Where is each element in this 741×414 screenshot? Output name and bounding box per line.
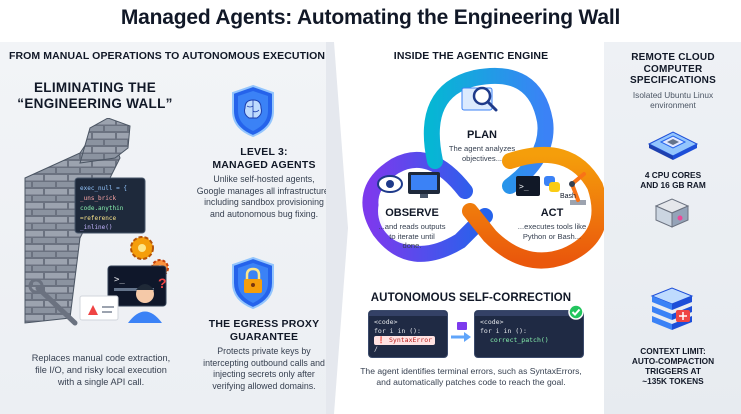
egress-title-line1: THE EGRESS PROXY: [208, 318, 320, 330]
observe-desc-line1: ...and reads outputs: [378, 222, 446, 231]
svg-text:=reference: =reference: [80, 215, 117, 222]
wall-desc-line1: Replaces manual code extraction,: [31, 353, 171, 363]
selfcorr-desc-line1: The agent identifies terminal errors, su…: [360, 366, 582, 376]
svg-text:>_: >_: [519, 182, 529, 191]
level-desc-line2: Google manages all infrastructure,: [196, 185, 332, 196]
ctx-line2: AUTO-COMPACTION: [631, 356, 715, 366]
level-desc-line4: and autonomous bug fixing.: [209, 208, 319, 219]
egress-description: Protects private keys by intercepting ou…: [196, 346, 332, 392]
brain-shield-icon: [232, 84, 274, 138]
agentic-cycle-diagram: >_: [362, 67, 608, 269]
fixed-patch-line: correct_patch(): [490, 336, 549, 344]
plan-desc-line2: objectives...: [461, 153, 503, 163]
storage-box-icon: [654, 198, 690, 228]
level-title: LEVEL 3: MANAGED AGENTS: [196, 146, 332, 171]
cpu-line1: 4 CPU CORES: [644, 170, 702, 180]
wall-title-line2: “ENGINEERING WALL”: [17, 96, 173, 111]
warning-icon: ❗: [377, 336, 386, 344]
code-for-line: for i in ():: [374, 327, 421, 335]
level-desc-line3: including sandbox provisioning: [204, 197, 324, 207]
eye-icon: [377, 175, 403, 193]
env-description: Isolated Ubuntu Linux environment: [608, 90, 738, 110]
level-title-line1: LEVEL 3:: [240, 146, 288, 158]
specs-header-line1: REMOTE CLOUD: [631, 52, 715, 63]
magnifier-icon: [461, 86, 498, 112]
level-description: Unlike self-hosted agents, Google manage…: [196, 174, 332, 220]
fixed-open-tag: <code>: [480, 318, 504, 326]
middle-section-header: INSIDE THE AGENTIC ENGINE: [393, 50, 549, 62]
bash-label: Bash: [560, 193, 576, 200]
plan-label: PLAN: [467, 129, 497, 141]
svg-text:>_: >_: [114, 275, 125, 285]
wall-title-line1: ELIMINATING THE: [34, 80, 156, 95]
egress-desc-line2: intercepting outbound calls and: [203, 357, 325, 368]
svg-text:?: ?: [158, 275, 167, 291]
env-line1: Isolated Ubuntu Linux: [632, 90, 714, 100]
plan-desc-line1: The agent analyzes: [448, 144, 516, 153]
ctx-line3: TRIGGERS AT: [645, 366, 701, 376]
ctx-line4: ~135K TOKENS: [642, 376, 704, 386]
fixed-code-window: <code> for i in (): correct_patch(): [474, 310, 584, 358]
page-title: Managed Agents: Automating the Engineeri…: [120, 6, 621, 29]
wall-desc-line2: file I/O, and risky local execution: [35, 365, 167, 375]
python-icon: [544, 176, 560, 192]
brick-wall-icon: exec_null = { _uns_brick code.anythin =r…: [24, 118, 169, 326]
plan-description: The agent analyzes objectives...: [437, 144, 527, 163]
observe-label: OBSERVE: [385, 207, 439, 219]
error-code-window: <code> for i in (): ❗ SyntaxError /: [368, 310, 448, 358]
svg-text:exec_null = {: exec_null = {: [80, 185, 127, 192]
arrow-right-icon: [451, 322, 471, 342]
wall-description: Replaces manual code extraction, file I/…: [8, 352, 194, 388]
ctx-line1: CONTEXT LIMIT:: [640, 346, 706, 356]
fixed-for-line: for i in ():: [480, 327, 527, 335]
svg-text:_inline(): _inline(): [80, 224, 113, 231]
level-desc-line1: Unlike self-hosted agents,: [213, 174, 315, 184]
wall-desc-line3: with a single API call.: [57, 377, 145, 387]
act-desc-line1: ...executes tools like: [517, 222, 587, 231]
act-desc-line2: Python or Bash...: [522, 231, 582, 241]
selfcorr-header: AUTONOMOUS SELF-CORRECTION: [370, 292, 572, 304]
specs-header-line2: COMPUTER: [643, 63, 703, 75]
syntax-error-text: SyntaxError: [389, 336, 433, 344]
server-stack-icon: [650, 287, 694, 330]
context-limit-spec: CONTEXT LIMIT: AUTO-COMPACTION TRIGGERS …: [608, 346, 738, 386]
observe-desc-line2: to iterate until: [389, 231, 435, 241]
svg-text:_uns_brick: _uns_brick: [80, 195, 117, 202]
egress-title: THE EGRESS PROXY GUARANTEE: [196, 318, 332, 343]
left-section-header: FROM MANUAL OPERATIONS TO AUTONOMOUS EXE…: [8, 50, 326, 62]
code-open-tag: <code>: [374, 318, 398, 326]
chevron-divider-icon: [326, 42, 348, 414]
wall-title: ELIMINATING THE “ENGINEERING WALL”: [10, 80, 180, 112]
observe-description: ...and reads outputs to iterate until do…: [372, 222, 452, 251]
egress-title-line2: GUARANTEE: [229, 330, 299, 343]
selfcorr-description: The agent identifies terminal errors, su…: [340, 366, 602, 388]
selfcorr-desc-line2: and automatically patches code to reach …: [376, 377, 566, 387]
lock-shield-icon: [232, 256, 274, 310]
egress-desc-line3: injecting secrets only after: [213, 369, 315, 379]
cpu-chip-icon: [647, 131, 699, 160]
observe-desc-line3: done.: [402, 241, 422, 250]
egress-desc-line4: verifying allowed domains.: [212, 380, 316, 391]
egress-desc-line1: Protects private keys by: [217, 346, 311, 356]
monitor-icon: [408, 172, 440, 198]
svg-text:code.anythin: code.anythin: [80, 205, 124, 212]
level-title-line2: MANAGED AGENTS: [212, 158, 316, 171]
syntax-error-badge: ❗ SyntaxError: [374, 336, 436, 345]
specs-header: REMOTE CLOUD COMPUTER SPECIFICATIONS: [608, 52, 738, 87]
act-label: ACT: [540, 207, 564, 219]
act-description: ...executes tools like Python or Bash...: [506, 222, 598, 241]
code-close-tag: /: [374, 345, 378, 353]
check-icon: [568, 304, 584, 320]
specs-header-line3: SPECIFICATIONS: [630, 75, 716, 86]
right-panel: [604, 42, 741, 414]
cpu-spec: 4 CPU CORES AND 16 GB RAM: [608, 170, 738, 190]
cpu-line2: AND 16 GB RAM: [640, 180, 706, 190]
robot-arm-icon: [569, 172, 586, 205]
terminal-icon: >_: [516, 176, 540, 196]
env-line2: environment: [650, 100, 696, 110]
